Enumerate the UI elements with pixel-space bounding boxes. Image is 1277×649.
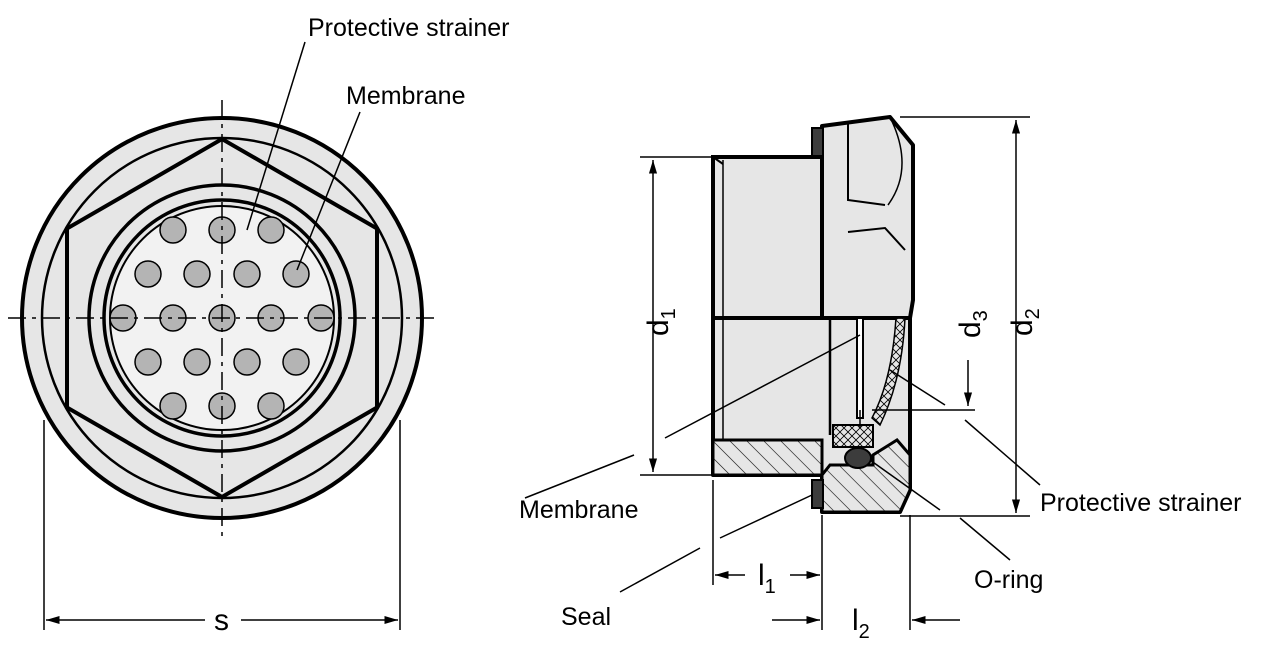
label-d3: d3 bbox=[954, 310, 992, 338]
membrane-part bbox=[856, 317, 864, 419]
label-l1: l1 bbox=[758, 559, 776, 598]
section-hatch bbox=[711, 438, 824, 477]
label-seal: Seal bbox=[561, 603, 611, 631]
strainer-holes bbox=[109, 216, 335, 420]
label-protective-strainer-side: Protective strainer bbox=[1040, 489, 1241, 517]
leader-line bbox=[964, 419, 1041, 486]
label-s: s bbox=[214, 604, 229, 637]
label-l2: l2 bbox=[852, 604, 870, 643]
label-membrane-side: Membrane bbox=[519, 496, 639, 524]
leader-line bbox=[869, 459, 941, 511]
leader-line bbox=[296, 111, 361, 271]
label-protective-strainer-front: Protective strainer bbox=[308, 14, 509, 42]
leader-line bbox=[719, 494, 813, 539]
cap-body bbox=[820, 115, 915, 320]
leader-line bbox=[246, 41, 306, 231]
thread-body bbox=[711, 155, 824, 320]
seal-part bbox=[811, 479, 824, 509]
side-view bbox=[711, 115, 975, 514]
center-lines bbox=[8, 100, 436, 540]
leader-line bbox=[524, 454, 635, 499]
leader-line bbox=[619, 547, 701, 593]
leader-line bbox=[889, 369, 946, 406]
leader-line bbox=[959, 517, 1011, 561]
label-membrane-front: Membrane bbox=[346, 82, 466, 110]
front-view bbox=[8, 41, 436, 630]
side-dimensions bbox=[524, 116, 1041, 630]
label-d1: d1 bbox=[642, 308, 680, 336]
o-ring-part bbox=[844, 447, 872, 469]
leader-line bbox=[664, 334, 861, 439]
label-o-ring: O-ring bbox=[974, 566, 1043, 594]
strainer-part bbox=[871, 317, 906, 427]
label-d2: d2 bbox=[1006, 308, 1044, 336]
